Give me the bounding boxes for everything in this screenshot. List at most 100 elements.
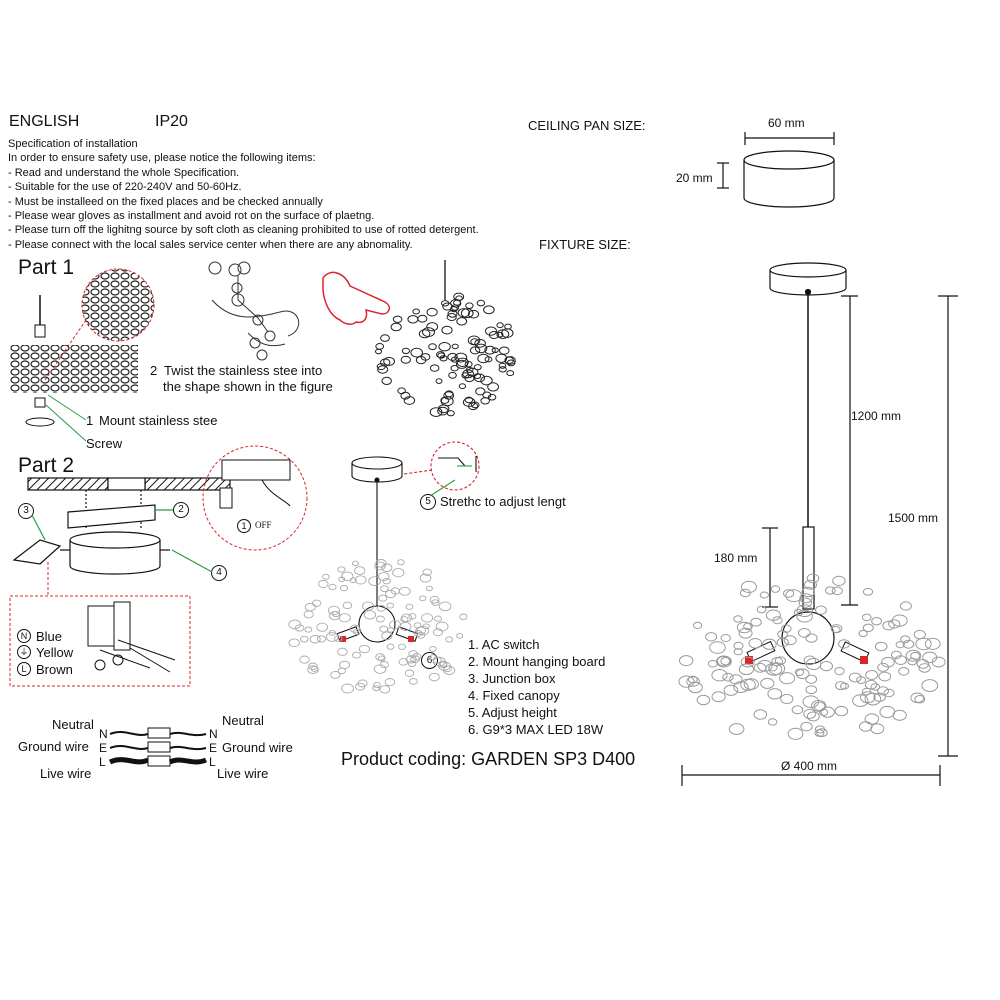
- wiring-e-right: E: [209, 741, 218, 755]
- leaf-ring: [443, 665, 452, 673]
- leaf-ring: [428, 672, 440, 682]
- leaf-ring: [451, 356, 459, 363]
- specification-block: Specification of installation In order t…: [8, 137, 479, 252]
- leaf-ring: [450, 365, 459, 372]
- ceiling-pan-drawing: [717, 132, 835, 208]
- leaf-ring: [421, 613, 434, 623]
- leaf-ring: [678, 675, 695, 688]
- leaf-ring: [811, 700, 827, 712]
- leaf-ring: [877, 686, 889, 696]
- fixture-size-label: FIXTURE SIZE:: [539, 237, 631, 252]
- leaf-ring: [466, 367, 479, 377]
- leaf-ring: [439, 660, 448, 667]
- leaf-ring: [426, 322, 439, 332]
- leaf-ring: [425, 585, 433, 592]
- leaf-ring: [397, 559, 405, 566]
- leaf-ring: [688, 681, 703, 694]
- spec-intro: In order to ensure safety use, please no…: [8, 152, 316, 165]
- leaf-ring: [864, 679, 878, 690]
- leaf-ring: [468, 402, 479, 411]
- wiring-l-right: L: [209, 755, 216, 769]
- leaf-ring: [501, 328, 514, 338]
- leaf-ring: [498, 362, 507, 369]
- leaf-ring: [739, 588, 751, 598]
- leaf-ring: [375, 343, 385, 350]
- leaf-ring: [455, 359, 468, 369]
- leaf-ring: [800, 721, 813, 732]
- leaf-ring: [438, 661, 451, 671]
- leaf-ring: [470, 401, 480, 409]
- left-live-label: Live wire: [40, 766, 92, 781]
- leaf-ring: [475, 387, 486, 396]
- leaf-ring: [693, 621, 703, 630]
- leaf-ring: [770, 585, 781, 593]
- leaf-ring: [462, 397, 476, 408]
- leaf-ring: [733, 648, 743, 656]
- leaf-ring: [465, 366, 474, 373]
- leaf-ring: [771, 657, 784, 667]
- leaf-ring: [738, 627, 753, 639]
- leaf-ring: [696, 694, 711, 706]
- legend-item: 6. G9*3 MAX LED 18W: [468, 722, 604, 737]
- leaf-ring: [879, 705, 896, 719]
- leaf-ring: [785, 589, 803, 603]
- leaf-ring: [733, 641, 744, 650]
- leaf-ring: [304, 626, 313, 633]
- leaf-ring: [374, 561, 386, 571]
- right-ground-label: Ground wire: [222, 740, 293, 755]
- wire-brown-label: Brown: [36, 662, 73, 677]
- leaf-ring: [910, 692, 925, 704]
- leaf-ring: [381, 563, 393, 573]
- leaf-ring: [438, 404, 450, 414]
- switch-terminal: [219, 459, 291, 509]
- leaf-ring: [473, 373, 486, 383]
- pointing-hand-icon: [322, 271, 390, 325]
- leaf-ring: [362, 601, 375, 611]
- leaf-ring: [931, 656, 946, 668]
- leaf-ring: [328, 611, 341, 621]
- leaf-ring: [921, 679, 939, 692]
- leaf-ring: [337, 667, 346, 675]
- leaf-ring: [491, 347, 499, 354]
- leaf-ring: [777, 630, 788, 639]
- leaf-ring: [447, 352, 458, 361]
- total-height-dimension: 1500 mm: [888, 511, 939, 525]
- leaf-ring: [801, 586, 815, 598]
- leaf-ring: [803, 655, 817, 666]
- leaf-ring: [819, 661, 834, 672]
- leaf-ring: [288, 619, 302, 630]
- leaf-ring: [848, 672, 862, 683]
- leaf-ring: [408, 650, 419, 658]
- leaf-ring: [711, 669, 728, 682]
- leaf-ring: [687, 675, 698, 684]
- leaf-ring: [768, 662, 786, 675]
- leaf-ring: [316, 622, 329, 632]
- leaf-ring: [341, 571, 354, 581]
- leaf-ring: [760, 677, 775, 689]
- leaf-ring: [416, 625, 430, 636]
- off-label: OFF: [255, 520, 272, 530]
- wiring-e-left: E: [99, 741, 108, 755]
- leaf-ring: [831, 586, 843, 596]
- fixture-leaf-cloud: [678, 573, 946, 740]
- leaf-ring: [419, 573, 432, 583]
- leaf-ring: [456, 357, 469, 367]
- leaf-ring: [400, 355, 411, 364]
- leaf-ring: [495, 353, 508, 363]
- legend-item: 4. Fixed canopy: [468, 688, 560, 703]
- leaf-ring: [487, 382, 500, 392]
- leaf-ring: [870, 723, 885, 735]
- leaf-ring: [410, 347, 424, 358]
- leaf-ring: [375, 559, 387, 568]
- leaf-ring: [840, 682, 849, 690]
- leaf-ring: [447, 309, 458, 318]
- leaf-ring: [309, 634, 321, 644]
- leaf-ring: [473, 373, 482, 380]
- step2-number: 2: [150, 363, 158, 378]
- leaf-ring: [325, 632, 339, 642]
- leaf-ring: [924, 637, 941, 650]
- part1-title: Part 1: [18, 256, 75, 279]
- leaf-ring: [794, 668, 805, 676]
- leaf-ring: [856, 676, 867, 684]
- leaf-ring: [375, 615, 385, 623]
